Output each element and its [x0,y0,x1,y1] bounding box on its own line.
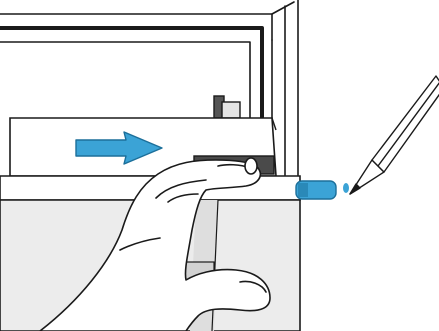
pencil-icon [350,76,439,194]
blue-tab [296,181,349,199]
latch-part [214,96,240,118]
